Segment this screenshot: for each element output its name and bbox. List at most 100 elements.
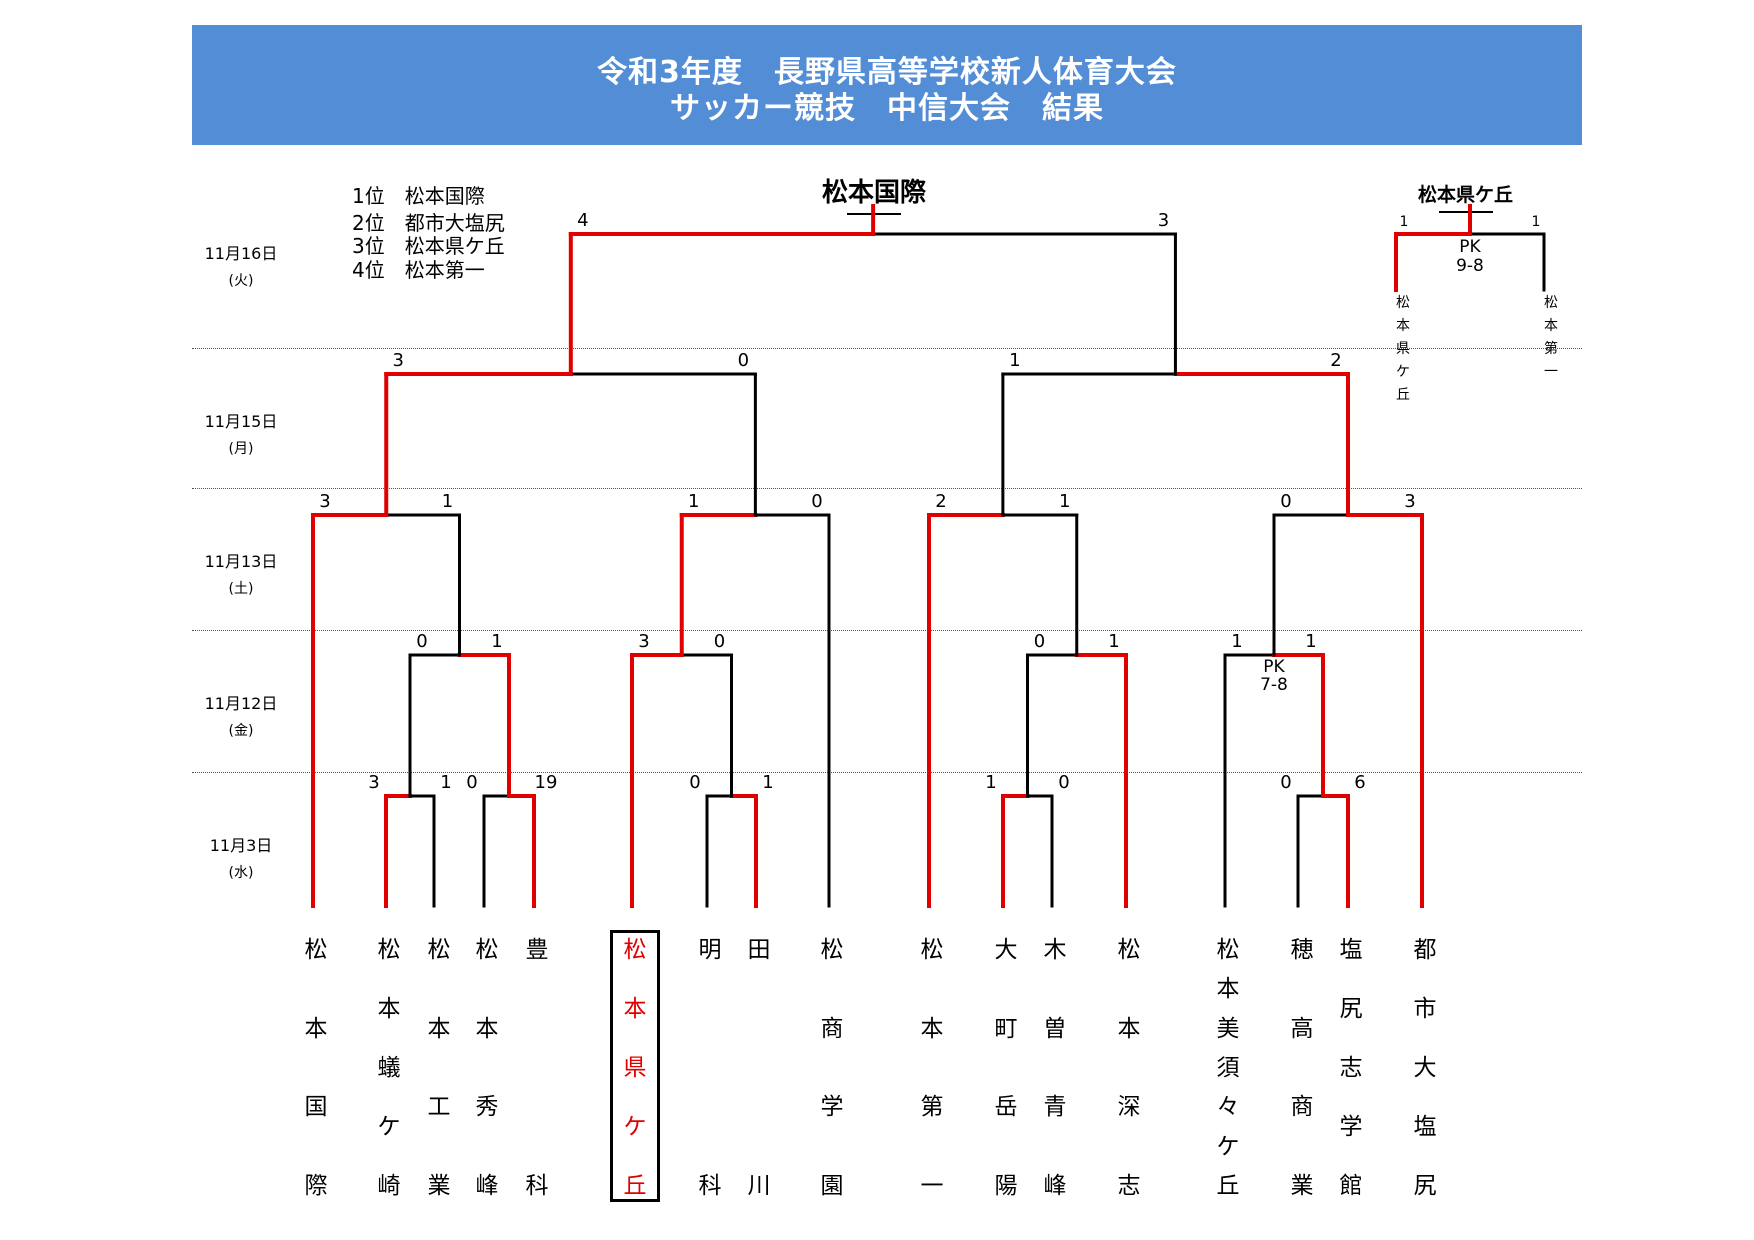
- score-label: 1: [1059, 491, 1070, 512]
- ranking-1: 1位 松本国際: [352, 184, 485, 208]
- team-name-char: 本: [304, 1015, 328, 1042]
- team-name-char: 大: [994, 937, 1018, 963]
- team-name-char: 市: [1413, 996, 1437, 1022]
- team-name-char: 学: [1339, 1114, 1363, 1140]
- score-label: 3: [1404, 491, 1415, 512]
- team-name-char: 峰: [475, 1172, 499, 1199]
- team-name-char: 科: [525, 1173, 549, 1199]
- score-label: 1: [762, 772, 773, 793]
- team-name-char: ケ: [377, 1114, 401, 1140]
- date-label-nov3: 11月3日(水): [209, 836, 273, 881]
- team-name-char: 県: [623, 1055, 647, 1081]
- team-name-char: 学: [820, 1094, 844, 1121]
- team-name-toyoshina: 豊科: [522, 930, 552, 1200]
- team-name-char: ケ: [623, 1114, 647, 1140]
- score-label: 1: [1400, 214, 1409, 230]
- team-name-char: 園: [820, 1172, 844, 1199]
- score-label: 0: [1280, 491, 1291, 512]
- team-name-matsumoto-daiichi: 松本第一: [917, 930, 947, 1200]
- team-name-char: 工: [427, 1094, 451, 1121]
- date-label-nov12: 11月12日(金): [204, 694, 278, 739]
- team-name-char: 志: [1117, 1172, 1141, 1199]
- team-name-char: 松: [623, 937, 647, 963]
- ranking-3: 3位 松本県ケ丘: [352, 234, 505, 258]
- pk-label: PK: [1459, 237, 1481, 257]
- date-label-nov13: 11月13日(土): [204, 552, 278, 597]
- team-name-char: 本: [377, 996, 401, 1022]
- team-name-matsumoto-arigasaki: 松本蟻ケ崎: [374, 930, 404, 1200]
- team-name-char: 松: [427, 937, 451, 963]
- team-name-char: 松: [377, 937, 401, 963]
- score-label: 0: [811, 491, 822, 512]
- score-label: 3: [638, 631, 649, 652]
- team-name-char: 本: [623, 996, 647, 1022]
- team-name-kiso-seiho: 木曽青峰: [1040, 930, 1070, 1200]
- third-place-right-name: 松本第一: [1544, 295, 1558, 380]
- team-name-char: 美: [1216, 1015, 1240, 1042]
- score-label: 6: [1354, 772, 1365, 793]
- score-label: 1: [1009, 350, 1020, 371]
- ranking-2: 2位 都市大塩尻: [352, 211, 505, 235]
- team-name-char: 秀: [475, 1094, 499, 1121]
- team-name-char: 本: [475, 1015, 499, 1042]
- team-name-char: 塩: [1339, 937, 1363, 963]
- team-name-char: 々: [1216, 1094, 1240, 1121]
- score-label: 1: [1231, 631, 1242, 652]
- score-label: 0: [689, 772, 700, 793]
- score-label: 0: [1058, 772, 1069, 793]
- team-name-char: 一: [920, 1172, 944, 1199]
- team-name-matsumoto-agatagaoka: 松本県ケ丘: [620, 930, 650, 1200]
- team-name-char: 際: [304, 1172, 328, 1199]
- pk-label: PK: [1263, 657, 1285, 677]
- score-label: 0: [466, 772, 477, 793]
- team-name-char: 豊: [525, 937, 549, 963]
- team-name-char: 第: [920, 1094, 944, 1121]
- day-separator: [192, 630, 1582, 631]
- score-label: 1: [1305, 631, 1316, 652]
- team-name-char: 商: [1290, 1094, 1314, 1121]
- score-label: 1: [985, 772, 996, 793]
- ranking-4: 4位 松本第一: [352, 258, 485, 282]
- team-name-matsumoto-shuho: 松本秀峰: [472, 930, 502, 1200]
- team-name-char: ケ: [1216, 1133, 1240, 1160]
- third-place-winner-label: 松本県ケ丘: [1418, 180, 1513, 213]
- score-label: 0: [714, 631, 725, 652]
- team-name-char: 穂: [1290, 937, 1314, 963]
- team-name-char: 松: [920, 937, 944, 963]
- team-name-char: 都: [1413, 937, 1437, 963]
- team-name-char: 深: [1117, 1094, 1141, 1121]
- team-name-char: 尻: [1413, 1173, 1437, 1199]
- team-name-char: 峰: [1043, 1172, 1067, 1199]
- highlight-box: [610, 930, 660, 1202]
- score-label: 3: [1158, 210, 1169, 231]
- team-name-char: 丘: [623, 1173, 647, 1199]
- team-name-char: 業: [427, 1172, 451, 1199]
- team-name-char: 松: [820, 937, 844, 963]
- team-name-char: 国: [304, 1094, 328, 1121]
- team-name-char: 町: [994, 1015, 1018, 1042]
- team-name-char: 青: [1043, 1094, 1067, 1121]
- team-name-shiojiri-shigakkan: 塩尻志学館: [1336, 930, 1366, 1200]
- score-label: 0: [416, 631, 427, 652]
- team-name-char: 松: [1216, 937, 1240, 963]
- team-name-char: 本: [920, 1015, 944, 1042]
- team-name-matsumoto-fukashi: 松本深志: [1114, 930, 1144, 1200]
- team-name-char: 高: [1290, 1015, 1314, 1042]
- team-name-char: 大: [1413, 1055, 1437, 1081]
- team-name-hotaka-shogyo: 穂高商業: [1287, 930, 1317, 1200]
- team-name-char: 商: [820, 1015, 844, 1042]
- team-name-char: 松: [304, 937, 328, 963]
- day-separator: [192, 488, 1582, 489]
- team-name-matsumoto-kokusai: 松本国際: [301, 930, 331, 1200]
- team-name-char: 塩: [1413, 1114, 1437, 1140]
- team-name-char: 本: [1216, 976, 1240, 1003]
- title-banner: 令和3年度 長野県高等学校新人体育大会 サッカー競技 中信大会 結果: [192, 25, 1582, 145]
- score-label: 1: [688, 491, 699, 512]
- team-name-matsumoto-misuzugaoka: 松本美須々ケ丘: [1213, 930, 1243, 1200]
- team-name-char: 明: [698, 937, 722, 963]
- team-name-akashina: 明科: [695, 930, 725, 1200]
- team-name-char: 松: [1117, 937, 1141, 963]
- date-label-nov15: 11月15日(月): [204, 412, 278, 457]
- pk-score: 9-8: [1456, 256, 1484, 276]
- team-name-matsumoto-kogyo: 松本工業: [424, 930, 454, 1200]
